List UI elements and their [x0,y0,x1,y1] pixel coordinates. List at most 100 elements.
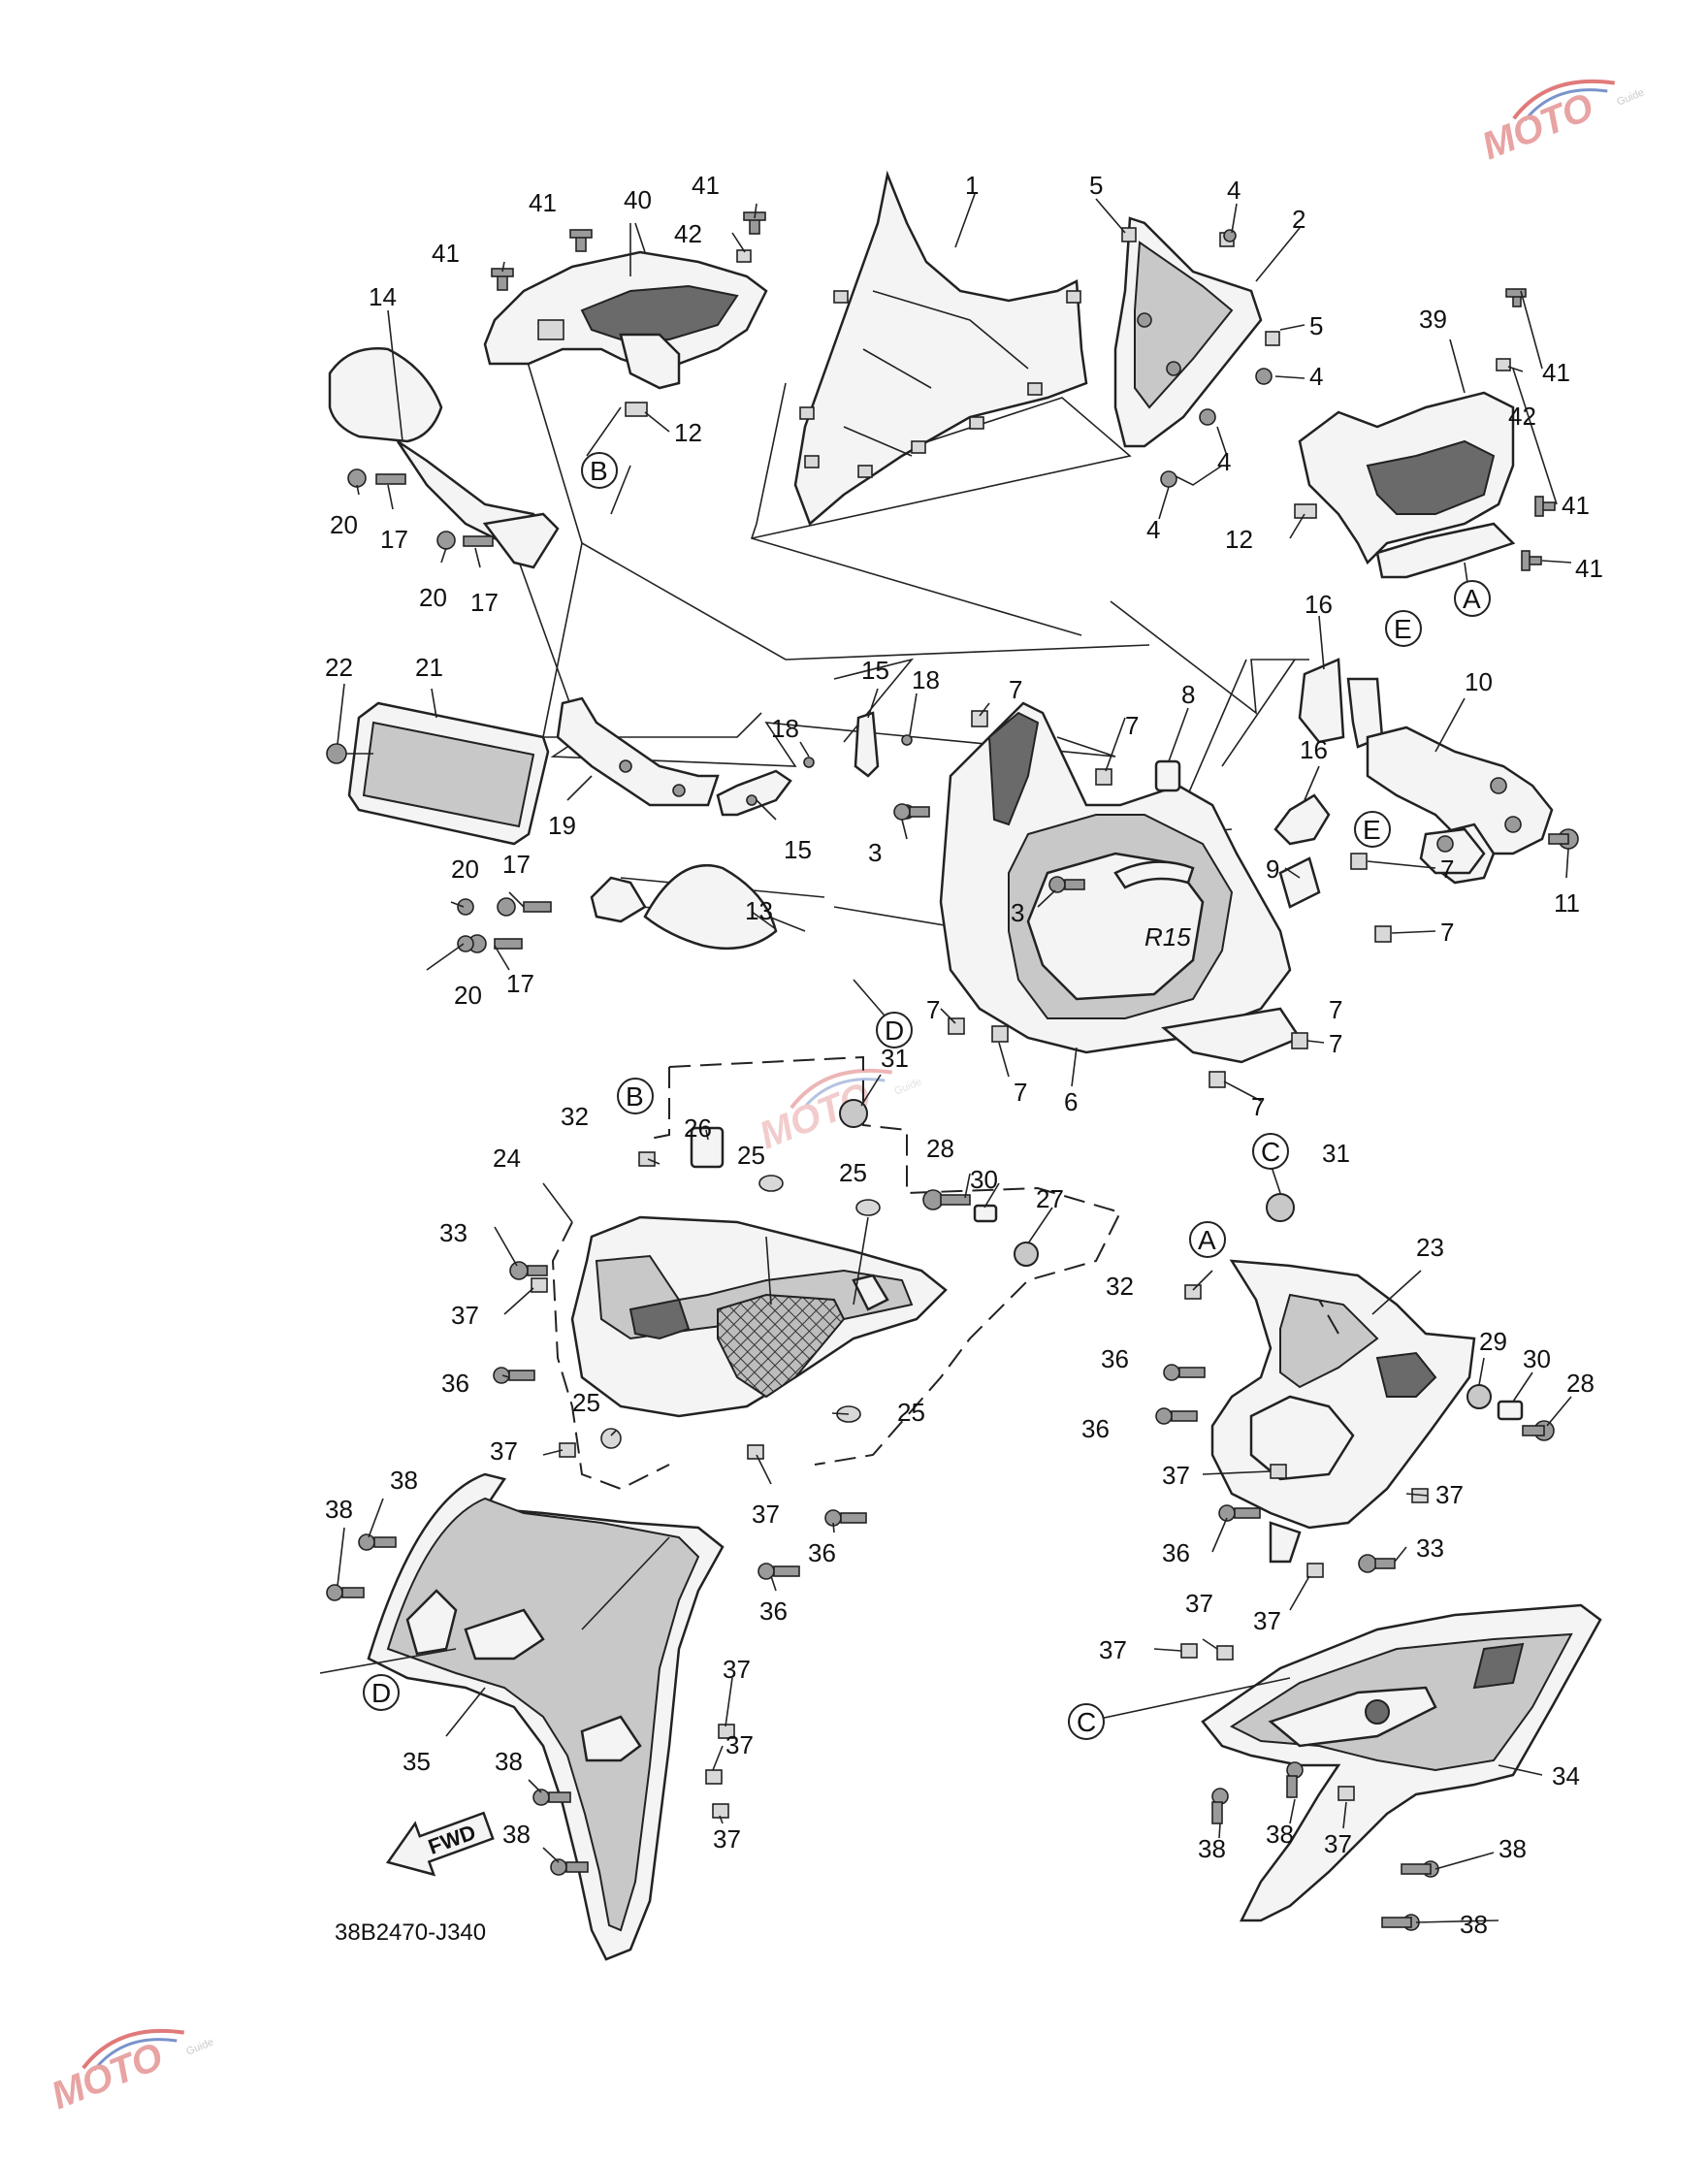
callout-25: 25 [897,1398,925,1427]
ref-circle-C: C [1068,1703,1105,1740]
callout-40: 40 [624,185,652,214]
ref-circle-C: C [1252,1133,1289,1170]
callout-38: 38 [390,1466,418,1495]
callout-37: 37 [451,1301,479,1330]
callout-16: 16 [1305,590,1333,619]
ref-circle-A: A [1454,580,1491,617]
callout-17: 17 [380,525,408,554]
callout-10: 10 [1465,667,1493,696]
callout-42: 42 [674,219,702,248]
callout-12: 12 [1225,525,1253,554]
callout-36: 36 [441,1369,469,1398]
callout-26: 26 [684,1113,712,1143]
stay-bracket [556,696,720,807]
callout-7: 7 [1440,855,1454,884]
svg-text:A: A [1198,1225,1216,1255]
watermark-sub: Guide [184,2036,215,2057]
ref-circle-E: E [1385,610,1422,647]
callout-36: 36 [1162,1538,1190,1567]
callout-16: 16 [1300,735,1328,764]
callout-31: 31 [881,1044,909,1073]
callout-17: 17 [470,588,499,617]
bracket-15-lower [716,769,792,817]
callout-30: 30 [1523,1344,1551,1373]
callout-34: 34 [1552,1761,1580,1790]
callout-7: 7 [1440,918,1454,947]
svg-text:E: E [1394,614,1412,644]
callout-38: 38 [1499,1834,1527,1863]
callout-25: 25 [572,1388,600,1417]
callout-13: 13 [745,896,773,925]
ref-circle-A: A [1189,1221,1226,1258]
callout-28: 28 [1566,1369,1595,1398]
callout-14: 14 [369,282,397,311]
callout-32: 32 [561,1102,589,1131]
callout-5: 5 [1309,311,1323,340]
svg-text:A: A [1463,584,1481,614]
callout-1: 1 [965,171,979,200]
callout-21: 21 [415,653,443,682]
reference-code: 38B2470-J340 [335,1919,486,1946]
front-cowl: R15 [899,701,1302,1064]
callout-38: 38 [1460,1910,1488,1939]
windscreen [793,170,1088,527]
reflector [326,701,550,846]
callout-41: 41 [692,171,720,200]
svg-text:D: D [371,1678,391,1708]
callout-37: 37 [1253,1606,1281,1635]
grommet-8 [1154,759,1181,792]
ref-circle-E: E [1354,811,1391,848]
callout-37: 37 [1099,1635,1127,1664]
callout-11: 11 [1554,888,1580,918]
svg-text:B: B [626,1081,644,1112]
callout-17: 17 [502,850,531,879]
callout-7: 7 [1014,1078,1027,1107]
callout-37: 37 [723,1655,751,1684]
callout-7: 7 [1009,675,1022,704]
callout-2: 2 [1292,205,1305,234]
callout-4: 4 [1227,176,1241,205]
callout-28: 28 [926,1134,954,1163]
callout-30: 30 [970,1165,998,1194]
inner-side-panel [570,1215,948,1418]
ref-circle-B: B [617,1078,654,1114]
inner-panel-right [1298,391,1516,579]
callout-7: 7 [1329,1029,1342,1058]
callout-36: 36 [759,1597,788,1626]
callout-38: 38 [1198,1834,1226,1863]
callout-37: 37 [1185,1589,1213,1618]
callout-41: 41 [1542,358,1570,387]
decal-text: R15 [1144,922,1191,951]
callout-38: 38 [325,1495,353,1524]
callout-38: 38 [1266,1820,1294,1849]
right-side-panel [1210,1259,1476,1564]
callout-37: 37 [725,1730,754,1759]
callout-38: 38 [502,1820,531,1849]
right-side-cowl [1201,1603,1602,1922]
ref-circle-D: D [363,1674,400,1711]
callout-37: 37 [713,1824,741,1854]
svg-text:D: D [885,1016,904,1046]
dashed-boundary-lines [551,1055,1339,1491]
callout-7: 7 [1329,995,1342,1024]
watermark-sub: Guide [892,1076,923,1097]
callout-3: 3 [1011,898,1024,927]
callout-4: 4 [1309,362,1323,391]
callout-42: 42 [1508,402,1536,431]
callout-19: 19 [548,811,576,840]
inner-panel-left [483,250,768,390]
callout-15: 15 [784,835,812,864]
callout-numbers: 1 2 5 4 5 4 4 4 39 41 42 41 41 12 40 41 … [325,171,1603,1939]
watermark-top-right: MOTO Guide [1476,79,1646,168]
left-side-cowl [367,1472,725,1961]
callout-37: 37 [1435,1480,1464,1509]
callout-5: 5 [1089,171,1103,200]
callout-20: 20 [419,583,447,612]
callout-36: 36 [1101,1344,1129,1373]
assembly-lines-top [513,348,1309,932]
callout-24: 24 [493,1144,521,1173]
headlight-stay [1273,658,1579,885]
callout-41: 41 [1562,491,1590,520]
callout-3: 3 [868,838,882,867]
